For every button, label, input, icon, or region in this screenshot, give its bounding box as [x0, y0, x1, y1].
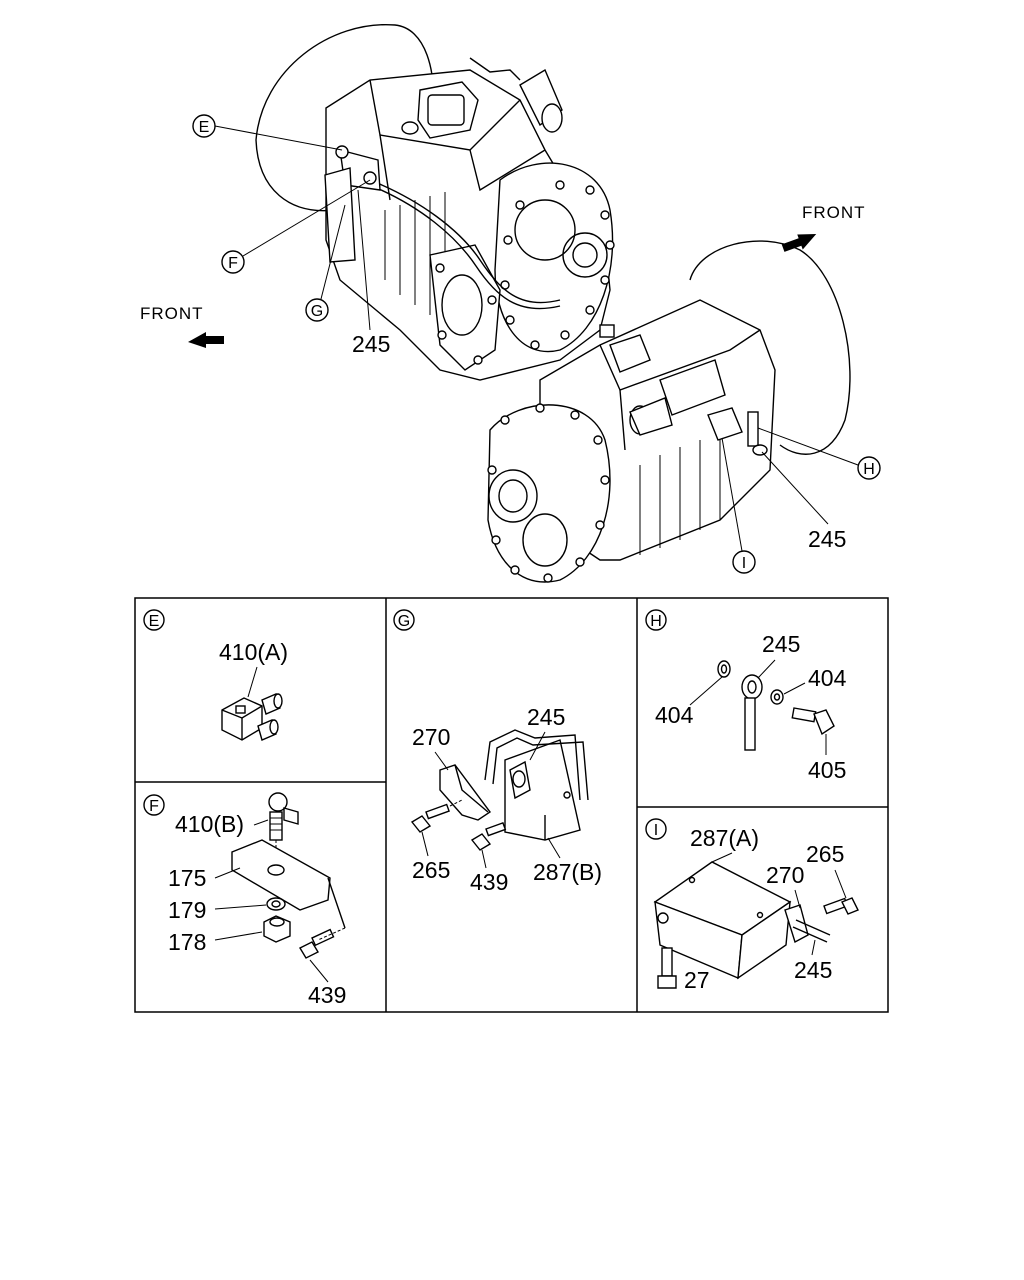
svg-text:F: F — [228, 255, 238, 272]
part-410a: 410(A) — [219, 639, 288, 665]
part-179: 179 — [168, 897, 206, 923]
part-404-left: 404 — [655, 702, 694, 728]
part-404-right: 404 — [808, 665, 847, 691]
panel-g: G 270 245 265 439 287(B) — [393, 609, 602, 895]
part-178: 178 — [168, 929, 206, 955]
part-410b: 410(B) — [175, 811, 244, 837]
part-245-g: 245 — [527, 704, 565, 730]
svg-text:H: H — [863, 461, 875, 478]
part-270-g: 270 — [412, 724, 450, 750]
part-265-g: 265 — [412, 857, 450, 883]
part-number-245-left: 245 — [352, 331, 390, 357]
part-439-g: 439 — [470, 869, 508, 895]
svg-text:G: G — [311, 303, 323, 320]
part-175: 175 — [168, 865, 206, 891]
part-265-i: 265 — [806, 841, 844, 867]
detail-panel-grid — [134, 597, 889, 1013]
part-405: 405 — [808, 757, 846, 783]
panel-i-letter: I — [654, 822, 658, 839]
front-label-left: FRONT — [140, 304, 204, 323]
part-287a: 287(A) — [690, 825, 759, 851]
callout-f: F — [221, 179, 371, 274]
transmission-left-illustration — [255, 24, 615, 381]
callout-g: G — [305, 204, 346, 322]
panel-e: E 410(A) — [143, 609, 288, 741]
part-27: 27 — [684, 967, 710, 993]
part-245-i: 245 — [794, 957, 832, 983]
svg-text:I: I — [742, 555, 746, 572]
leader-245-right: 245 — [761, 451, 846, 552]
callout-h: H — [757, 427, 881, 480]
panel-e-letter: E — [149, 613, 160, 630]
bolt-ring — [500, 180, 615, 350]
leader-245-left: 245 — [352, 189, 390, 357]
panel-f: F 410(B) 175 179 178 439 — [143, 792, 346, 1008]
part-270-i: 270 — [766, 862, 804, 888]
front-label-right: FRONT — [802, 203, 866, 222]
bolt-ring-right — [487, 403, 610, 583]
part-number-245-right: 245 — [808, 526, 846, 552]
panel-h: H 404 245 404 405 — [645, 609, 847, 783]
panel-h-letter: H — [650, 613, 662, 630]
part-245-h: 245 — [762, 631, 800, 657]
panel-i: I 287(A) 270 265 245 27 — [645, 818, 859, 993]
transmission-right-illustration — [487, 240, 851, 583]
part-287b: 287(B) — [533, 859, 602, 885]
panel-f-letter: F — [149, 798, 159, 815]
front-arrow-left: FRONT — [140, 304, 224, 348]
panel-g-letter: G — [398, 613, 410, 630]
part-439-f: 439 — [308, 982, 346, 1008]
callout-e: E — [192, 114, 343, 151]
callout-i: I — [721, 437, 756, 574]
svg-text:E: E — [199, 119, 210, 136]
front-arrow-right: FRONT — [781, 203, 866, 252]
